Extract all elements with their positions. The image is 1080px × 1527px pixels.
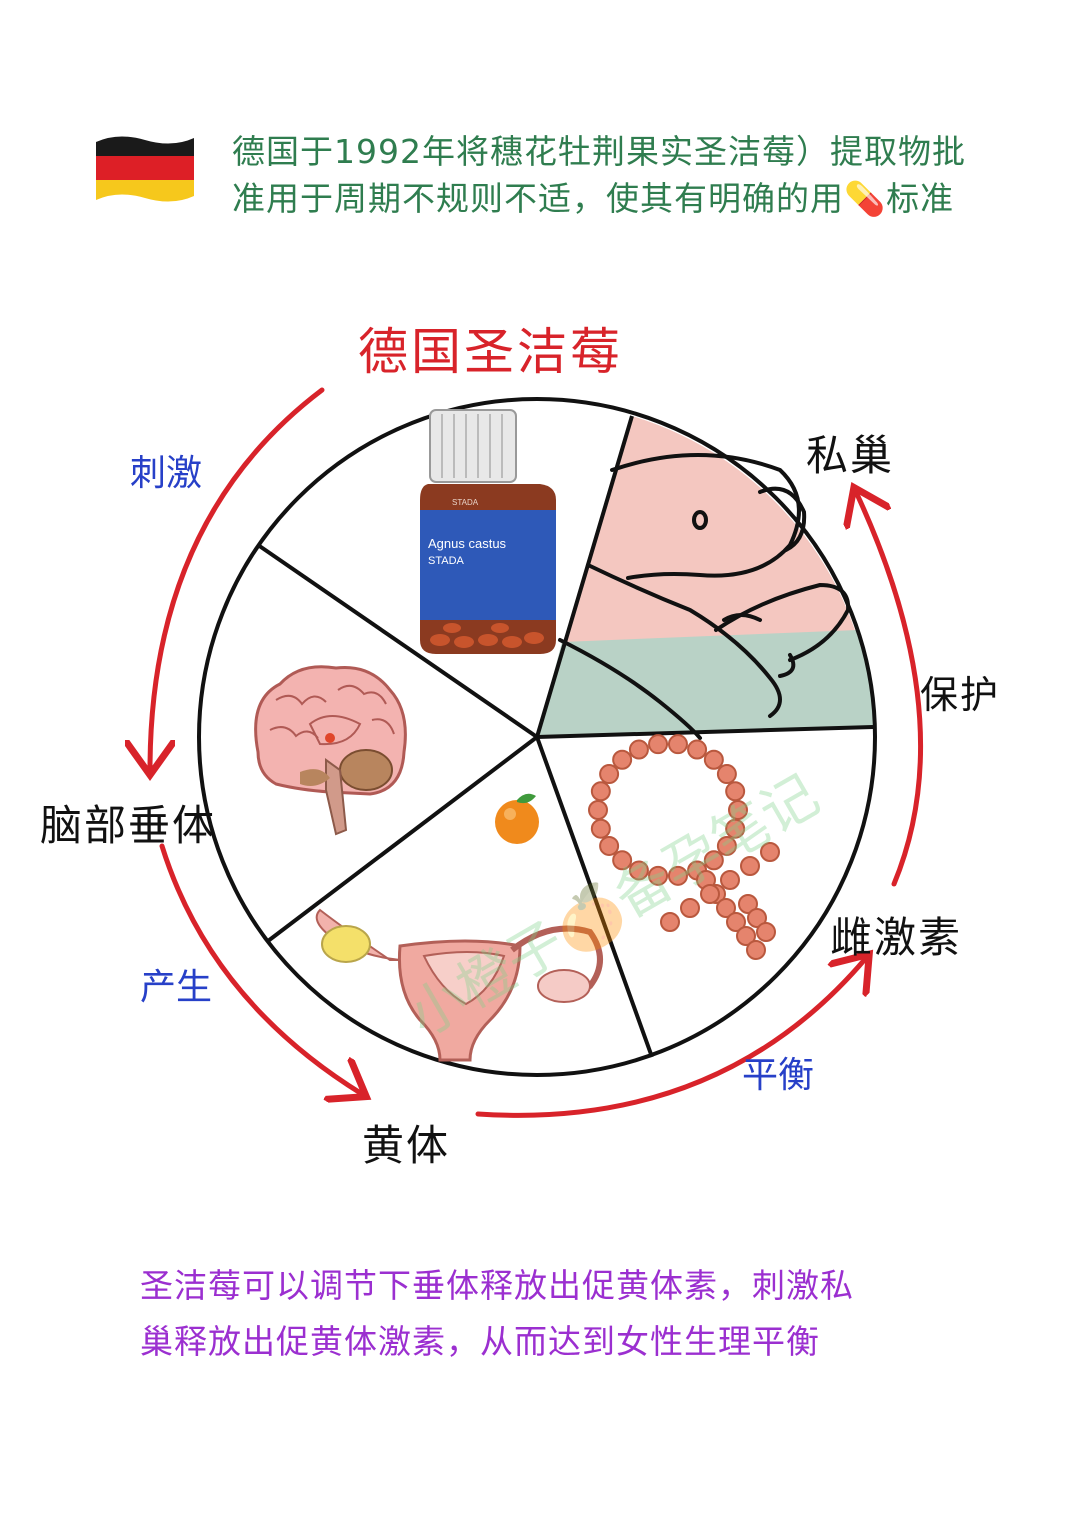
edge-produce-label: 产生 — [140, 958, 212, 1010]
bottle-stada-label: STADA — [428, 555, 465, 567]
bead — [589, 801, 607, 819]
node-pituitary: 脑部垂体 — [40, 792, 216, 853]
brain-illustration — [256, 667, 406, 834]
edge-stimulate-label: 刺激 — [130, 448, 170, 500]
bead — [613, 751, 631, 769]
bead — [718, 765, 736, 783]
summary-line-1: 圣洁莓可以调节下垂体释放出促黄体素，刺激私 — [140, 1258, 1000, 1314]
bead — [600, 837, 618, 855]
bead — [669, 735, 687, 753]
bottle-brand-label: STADA — [452, 498, 479, 507]
node-ovary: 私巢 — [806, 422, 894, 483]
summary-line-2: 巢释放出促黄体激素，从而达到女性生理平衡 — [140, 1314, 1000, 1370]
node-corpus-luteum: 黄体 — [362, 1112, 450, 1173]
node-estrogen: 雌激素 — [830, 904, 962, 965]
bead — [600, 765, 618, 783]
edge-protect-label: 保护 — [920, 664, 1000, 719]
bead — [757, 923, 775, 941]
bead — [630, 741, 648, 759]
summary-text: 圣洁莓可以调节下垂体释放出促黄体素，刺激私 巢释放出促黄体激素，从而达到女性生理… — [140, 1258, 1000, 1370]
bead — [592, 782, 610, 800]
orange-fruit-icon — [495, 794, 539, 844]
bead — [705, 751, 723, 769]
bead — [661, 913, 679, 931]
bead — [747, 941, 765, 959]
edge-balance-label: 平衡 — [742, 1046, 814, 1098]
sector-ovary-shade — [537, 630, 873, 737]
bead — [592, 820, 610, 838]
bead — [649, 735, 667, 753]
bottle-name-label: Agnus castus — [428, 536, 507, 551]
agnus-castus-bottle-illustration: STADA Agnus castus STADA — [420, 410, 556, 654]
bead — [688, 741, 706, 759]
watermark-text: 小橙子🍊备孕笔记 — [398, 763, 830, 1050]
